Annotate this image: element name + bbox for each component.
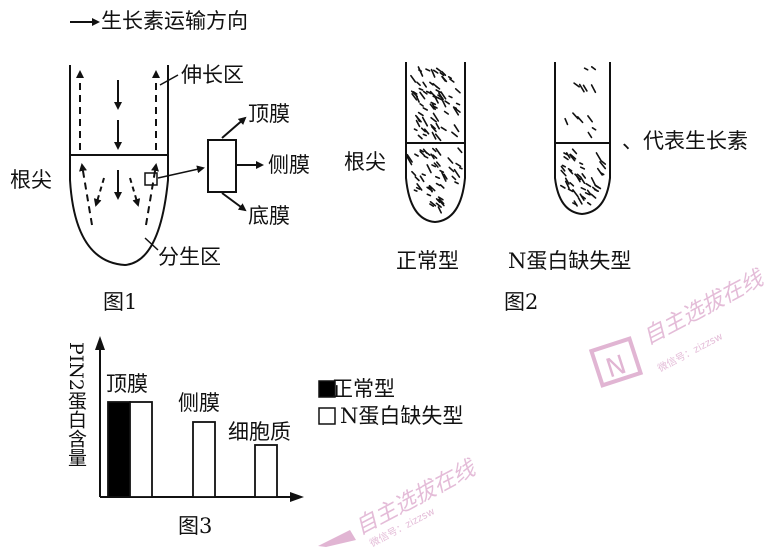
bar-mutant-0 [129, 401, 153, 498]
fig3-ylabel: PIN2蛋白含量 [65, 342, 87, 468]
bar-mutant-2 [254, 444, 278, 498]
legend-label: 生长素运输方向 [101, 9, 248, 33]
label-side-membrane: 侧膜 [268, 153, 310, 177]
fig2-label-mutant: N蛋白缺失型 [508, 249, 632, 273]
svg-text:自主选拔在线: 自主选拔在线 [351, 455, 481, 540]
enlarged-cell [207, 139, 237, 193]
label-root-tip: 根尖 [10, 168, 52, 192]
figure1-root [69, 65, 169, 267]
central-down-arrows [93, 80, 141, 207]
bar-category-label-top: 顶膜 [106, 372, 148, 396]
bar-category-label-cytoplasm: 细胞质 [228, 420, 291, 444]
label-elongation-zone: 伸长区 [181, 63, 244, 87]
auxin-dots [405, 66, 607, 214]
legend-mutant-label: N蛋白缺失型 [340, 404, 464, 428]
label-division-zone: 分生区 [158, 245, 221, 269]
fig2-dot-legend: 、代表生长素 [622, 129, 748, 153]
svg-text:N: N [602, 350, 630, 385]
x-axis-arrow-icon [290, 492, 304, 502]
legend-normal-label: 正常型 [332, 377, 395, 401]
legend-swatch-mutant [318, 407, 336, 425]
mutant-root-outline [554, 62, 611, 216]
figure1-caption: 图1 [103, 290, 138, 314]
normal-root-outline [405, 62, 466, 224]
auxin-flow-arrows [76, 70, 160, 226]
legend-swatch-normal [318, 380, 336, 398]
fig2-label-root-tip: 根尖 [344, 150, 386, 174]
bar-mutant-1 [192, 421, 216, 498]
fig2-label-normal: 正常型 [396, 249, 459, 273]
small-cell [144, 172, 158, 186]
label-top-membrane: 顶膜 [248, 102, 290, 126]
figure3-caption: 图3 [178, 514, 213, 538]
bar-normal-0 [107, 401, 131, 498]
y-axis-arrow-icon [95, 336, 105, 350]
bar-category-label-side: 侧膜 [178, 391, 220, 415]
figure2-caption: 图2 [504, 290, 539, 314]
svg-text:自主选拔在线: 自主选拔在线 [639, 265, 769, 350]
label-bottom-membrane: 底膜 [248, 204, 290, 228]
